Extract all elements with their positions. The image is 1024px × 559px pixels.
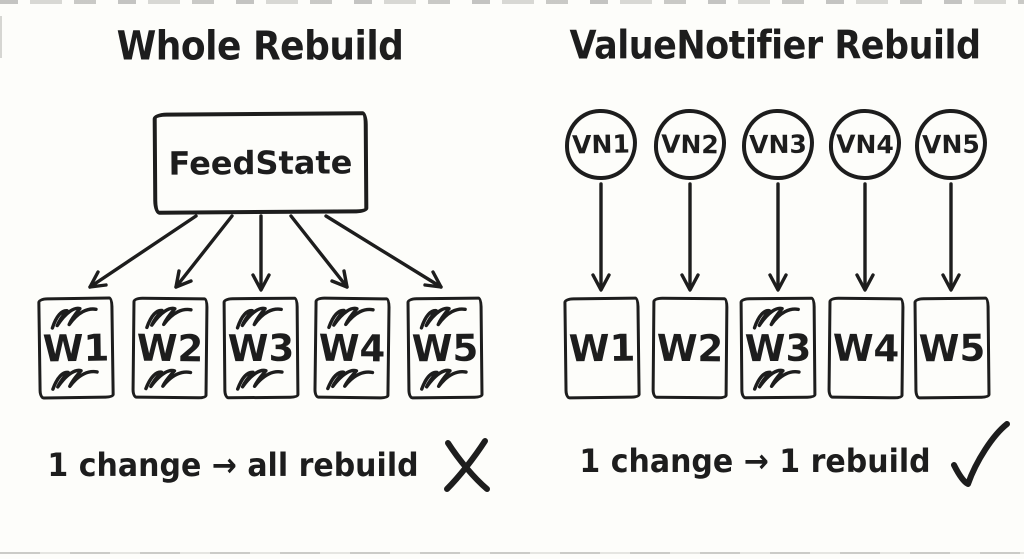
widget-box-left-w5: W5 bbox=[406, 296, 484, 400]
rebuild-scribble-icon bbox=[145, 306, 193, 330]
widget-label: W3 bbox=[227, 326, 295, 370]
rebuild-scribble-icon bbox=[51, 368, 99, 391]
feedstate-box: FeedState bbox=[152, 111, 369, 215]
arrow-vn4-to-w4 bbox=[855, 182, 875, 292]
widget-label: W1 bbox=[42, 326, 110, 370]
valuenotifier-circle-vn4: VN4 bbox=[828, 108, 902, 181]
widget-box-right-w4: W4 bbox=[827, 296, 905, 400]
widget-label: W4 bbox=[318, 326, 386, 370]
vn-label: VN4 bbox=[835, 129, 895, 160]
top-edge-artifact bbox=[0, 0, 1024, 4]
left-title-text: Whole Rebuild bbox=[116, 23, 404, 70]
rebuild-scribble-icon bbox=[235, 368, 284, 391]
check-mark-icon bbox=[950, 421, 1010, 487]
rebuild-scribble-icon bbox=[420, 368, 468, 391]
arrow-feedstate-to-w3 bbox=[251, 214, 271, 292]
widget-label: W5 bbox=[411, 326, 479, 370]
arrow-feedstate-to-w1 bbox=[88, 214, 198, 289]
rebuild-scribble-icon bbox=[419, 306, 467, 330]
widget-box-right-w5: W5 bbox=[913, 296, 991, 400]
left-caption: 1 change → all rebuild bbox=[40, 430, 500, 500]
rebuild-scribble-icon bbox=[327, 306, 375, 330]
valuenotifier-circle-vn1: VN1 bbox=[564, 108, 638, 181]
arrow-vn5-to-w5 bbox=[941, 182, 961, 292]
widget-label: W4 bbox=[832, 326, 900, 370]
valuenotifier-circle-vn5: VN5 bbox=[914, 108, 988, 181]
valuenotifier-circle-vn2: VN2 bbox=[653, 108, 727, 181]
widget-label: W2 bbox=[656, 326, 724, 370]
x-mark-icon bbox=[443, 438, 490, 492]
widget-label: W1 bbox=[568, 326, 636, 370]
widget-box-left-w4: W4 bbox=[313, 296, 391, 400]
vn-label: VN5 bbox=[921, 129, 981, 160]
rebuild-scribble-icon bbox=[50, 306, 98, 330]
widget-box-left-w1: W1 bbox=[37, 296, 115, 400]
vn-label: VN2 bbox=[660, 129, 720, 160]
widget-box-right-w2: W2 bbox=[651, 296, 729, 400]
rebuild-scribble-icon bbox=[326, 368, 375, 391]
widget-box-left-w2: W2 bbox=[131, 296, 209, 400]
widget-box-left-w3: W3 bbox=[222, 296, 300, 400]
rebuild-scribble-icon bbox=[752, 368, 801, 391]
arrow-vn3-to-w3 bbox=[768, 182, 788, 292]
right-caption: 1 change → 1 rebuild bbox=[575, 421, 1015, 498]
right-caption-text: 1 change → 1 rebuild bbox=[579, 442, 931, 480]
bottom-edge-line bbox=[0, 552, 1024, 554]
rebuild-scribble-icon bbox=[235, 306, 283, 330]
left-caption-text: 1 change → all rebuild bbox=[47, 446, 419, 484]
vn-label: VN3 bbox=[749, 129, 807, 160]
rebuild-scribble-icon bbox=[144, 368, 193, 391]
rebuild-scribble-icon bbox=[752, 306, 800, 330]
vn-label: VN1 bbox=[571, 129, 631, 160]
feedstate-label: FeedState bbox=[168, 143, 353, 183]
valuenotifier-circle-vn3: VN3 bbox=[741, 108, 815, 181]
arrow-feedstate-to-w2 bbox=[174, 214, 234, 289]
right-title-text: ValueNotifier Rebuild bbox=[569, 23, 981, 69]
widget-label: W5 bbox=[918, 326, 986, 370]
arrow-vn2-to-w2 bbox=[680, 182, 700, 292]
arrow-vn1-to-w1 bbox=[591, 182, 611, 292]
left-panel-title: Whole Rebuild bbox=[30, 23, 490, 70]
left-edge-artifact bbox=[0, 16, 2, 58]
arrow-feedstate-to-w4 bbox=[289, 214, 349, 289]
widget-box-right-w1: W1 bbox=[563, 296, 641, 400]
widget-label: W3 bbox=[744, 326, 812, 370]
right-panel-title: ValueNotifier Rebuild bbox=[555, 23, 995, 69]
widget-label: W2 bbox=[136, 326, 204, 370]
widget-box-right-w3: W3 bbox=[739, 296, 817, 400]
arrow-feedstate-to-w5 bbox=[324, 214, 443, 289]
